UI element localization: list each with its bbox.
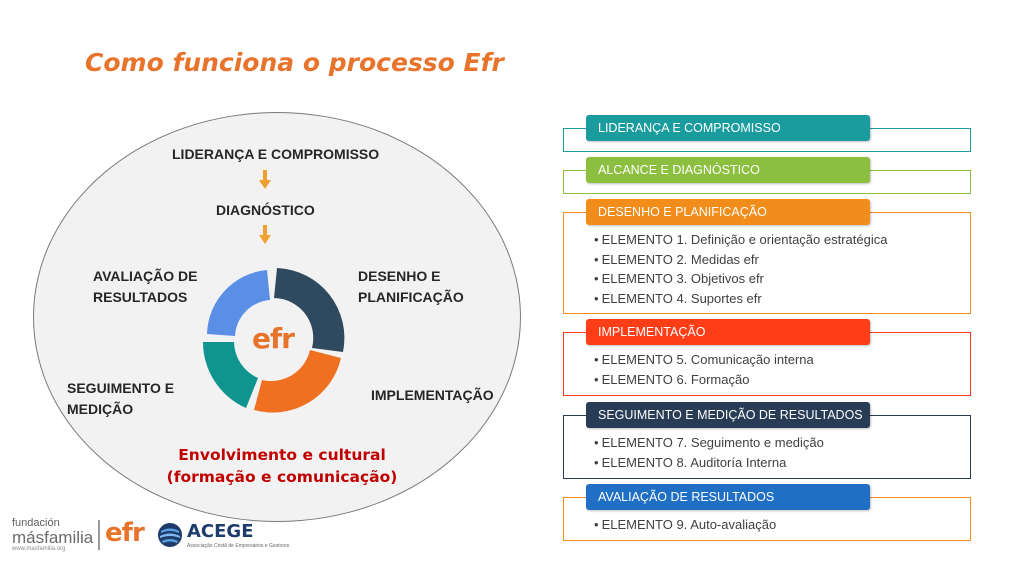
label-seguimento: SEGUIMENTO E MEDIÇÃO (67, 380, 175, 417)
efr-cycle-ring (202, 268, 345, 413)
acege-subtitle: Associação Cristã de Empresários e Gesto… (187, 543, 290, 549)
arrow-down-icon (259, 225, 271, 244)
step-header-desenho: DESENHO E PLANIFICAÇÃO (586, 199, 870, 225)
process-circle (33, 112, 521, 522)
cycle-segment-dark (274, 268, 345, 352)
list-item: ELEMENTO 1. Definição e orientação estra… (594, 230, 888, 250)
step-header-implementacao: IMPLEMENTAÇÃO (586, 319, 870, 345)
logo-divider (98, 520, 100, 550)
step-header-alcance: ALCANCE E DIAGNÓSTICO (586, 157, 870, 183)
list-item: ELEMENTO 5. Comunicação interna (594, 350, 814, 370)
list-item: ELEMENTO 3. Objetivos efr (594, 269, 887, 289)
page-title: Como funciona o processo Efr (85, 48, 504, 77)
efr-logo: efr (105, 518, 145, 548)
list-item: ELEMENTO 6. Formação (594, 370, 814, 390)
label-desenho: DESENHO E PLANIFICAÇÃO (358, 268, 464, 305)
fundacion-masfamilia-logo: fundación másfamilia www.masfamilia.org (12, 517, 94, 553)
label-diagnostico: DIAGNÓSTICO (216, 202, 315, 218)
step-header-lideranca: LIDERANÇA E COMPROMISSO (586, 115, 870, 141)
step-list-avaliacao: ELEMENTO 9. Auto-avaliação (594, 515, 777, 535)
acege-logo: ACEGE (187, 521, 254, 542)
cycle-segment-orange (254, 350, 341, 413)
list-item: ELEMENTO 2. Medidas efr (594, 250, 887, 270)
list-item: ELEMENTO 9. Auto-avaliação (594, 515, 777, 535)
acege-globe-icon (158, 523, 182, 547)
label-lideranca: LIDERANÇA E COMPROMISSO (172, 146, 380, 162)
list-item: ELEMENTO 4. Suportes efr (594, 289, 887, 309)
step-list-seguimento: ELEMENTO 7. Seguimento e medição ELEMENT… (594, 433, 824, 472)
step-header-avaliacao: AVALIAÇÃO DE RESULTADOS (586, 484, 870, 510)
cycle-segment-teal (202, 342, 258, 408)
list-item: ELEMENTO 7. Seguimento e medição (594, 433, 824, 453)
label-implementacao: IMPLEMENTAÇÃO (371, 387, 494, 403)
arrow-down-icon (259, 170, 271, 189)
label-avaliacao: AVALIAÇÃO DE RESULTADOS (93, 268, 198, 305)
cultural-caption: Envolvimento e cultural (formação e comu… (166, 446, 398, 486)
step-header-seguimento: SEGUIMENTO E MEDIÇÃO DE RESULTADOS (586, 402, 870, 428)
efr-center-logo: efr (252, 322, 295, 355)
step-list-implementacao: ELEMENTO 5. Comunicação interna ELEMENTO… (594, 350, 814, 389)
list-item: ELEMENTO 8. Auditoría Interna (594, 453, 824, 473)
cycle-segment-blue (207, 270, 270, 336)
step-list-desenho: ELEMENTO 1. Definição e orientação estra… (594, 230, 888, 309)
